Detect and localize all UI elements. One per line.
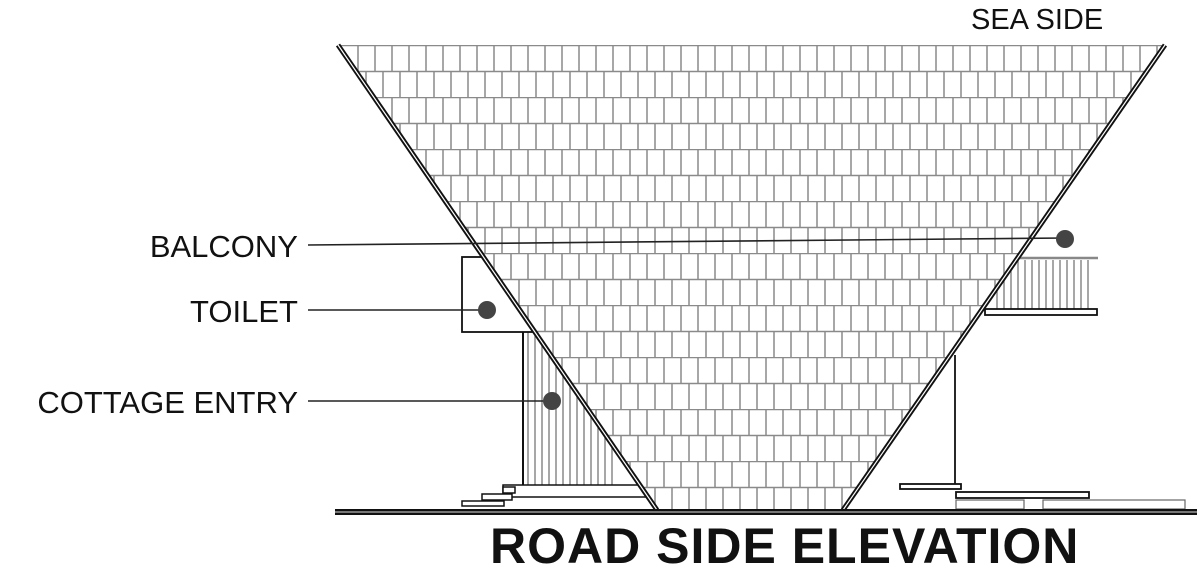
cottage-entry-marker (543, 392, 561, 410)
toilet-marker (478, 301, 496, 319)
balcony-label: BALCONY (149, 229, 298, 264)
right-wall (899, 355, 1186, 510)
roof-edges (335, 43, 1168, 512)
toilet-label: TOILET (190, 294, 298, 329)
tiled-roof-volume (340, 45, 1163, 510)
drawing-title: ROAD SIDE ELEVATION (490, 518, 1080, 574)
sea-side-label: SEA SIDE (971, 4, 1104, 36)
balcony-marker (1056, 230, 1074, 248)
left-steps (461, 486, 516, 507)
cottage-entry-label: COTTAGE ENTRY (37, 385, 298, 420)
leader-lines (307, 237, 1066, 402)
